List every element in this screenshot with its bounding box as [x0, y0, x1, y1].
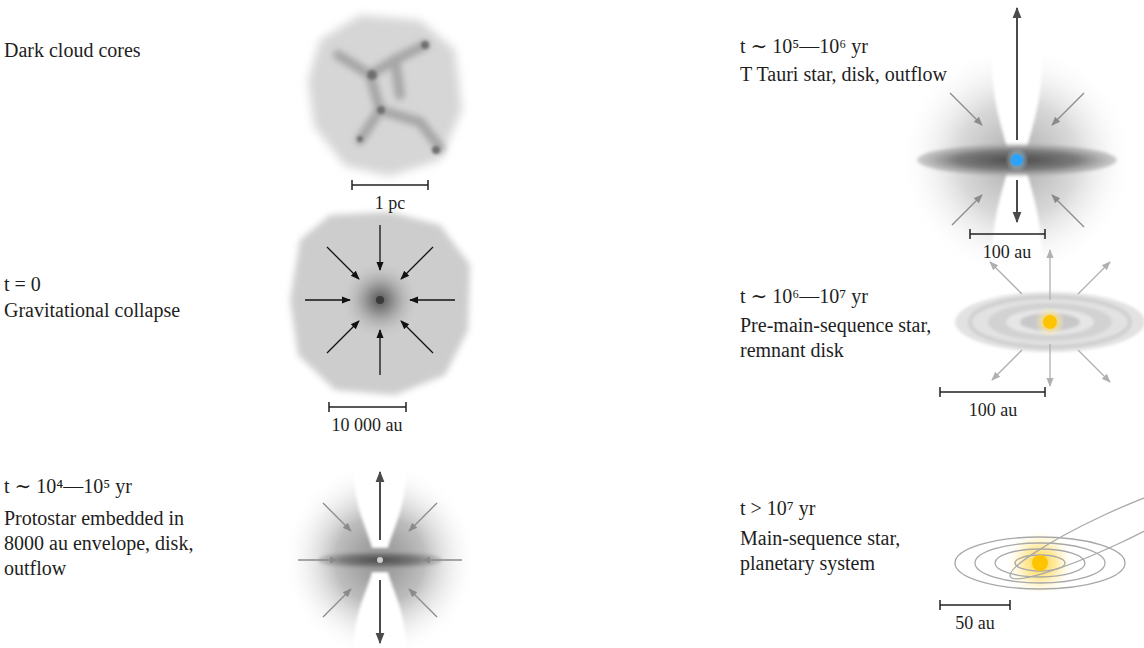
stage-description: Gravitational collapse — [4, 298, 180, 323]
infall-arrow — [401, 321, 433, 353]
outflow-arrow — [1016, 8, 1018, 140]
stage-description: Dark cloud cores — [4, 38, 141, 63]
scale-bar — [329, 402, 406, 412]
planetary-system — [955, 537, 1125, 589]
scale-bar — [940, 600, 1010, 610]
stage-time: t ∼ 10⁵—10⁶ yr — [740, 34, 868, 59]
dispersal-arrow — [1078, 350, 1110, 382]
stage-description: T Tauri star, disk, outflow — [740, 62, 947, 87]
stage-time: t ∼ 10⁶—10⁷ yr — [740, 284, 868, 309]
dispersal-arrow — [1049, 250, 1050, 300]
outflow-arrow — [1016, 8, 1018, 222]
infall-arrow — [401, 247, 433, 279]
planetary-system — [1032, 555, 1048, 571]
dark-cloud — [377, 106, 385, 114]
infall-arrow — [409, 589, 437, 617]
scale-label: 100 au — [969, 398, 1018, 423]
protostar-envelope — [282, 460, 478, 648]
scale-bar — [940, 387, 1045, 397]
stage-description: Pre-main-sequence star, remnant disk — [740, 313, 955, 363]
protostar-envelope — [377, 557, 383, 563]
stage-time: t ∼ 10⁴—10⁵ yr — [4, 474, 132, 499]
dark-cloud — [395, 60, 400, 95]
dispersal-arrow — [990, 250, 1110, 386]
infall-arrow — [327, 321, 359, 353]
dispersal-arrow — [992, 350, 1022, 380]
infall-arrow — [1052, 195, 1084, 227]
infall-arrow — [379, 330, 380, 375]
collapsing-core — [290, 212, 470, 395]
remnant-disk — [955, 292, 1144, 352]
scale-label: 100 au — [983, 240, 1032, 265]
protostar-envelope — [282, 462, 478, 648]
stage-time: t > 10⁷ yr — [740, 496, 815, 521]
planetary-system — [1004, 469, 1144, 591]
dispersal-arrow — [1078, 262, 1110, 294]
infall-arrow — [305, 299, 350, 300]
dark-cloud — [432, 146, 440, 154]
dark-cloud — [380, 110, 440, 148]
t-tauri-system — [992, 172, 1042, 290]
dark-cloud — [357, 41, 440, 154]
infall-arrow — [1052, 93, 1084, 125]
dark-cloud — [421, 41, 429, 49]
dark-cloud — [308, 15, 462, 176]
scale-bar — [352, 180, 428, 190]
infall-arrow — [298, 559, 338, 560]
infall-arrow — [379, 225, 380, 270]
pre-main-sequence-star — [1035, 307, 1065, 337]
infall-arrow — [952, 195, 982, 225]
dark-cloud — [367, 70, 377, 80]
outflow-arrow — [379, 580, 381, 643]
infall-arrow — [950, 93, 982, 125]
scale-bar — [970, 229, 1045, 239]
dark-cloud — [357, 136, 363, 142]
planetary-system — [995, 549, 1085, 577]
pre-main-sequence-star — [1043, 315, 1057, 329]
protostar-envelope — [354, 572, 406, 648]
dark-cloud — [308, 15, 462, 176]
infall-arrow — [323, 589, 351, 617]
remnant-disk — [988, 303, 1112, 341]
t-tauri-system — [1005, 148, 1029, 172]
t-tauri-system — [1011, 154, 1023, 166]
dispersal-arrow — [990, 262, 1022, 294]
infall-arrow — [305, 225, 455, 375]
remnant-disk — [970, 297, 1130, 347]
collapsing-core — [290, 212, 470, 395]
stage-time: t = 0 — [4, 272, 41, 297]
dark-cloud — [338, 45, 440, 148]
infall-arrow — [409, 503, 437, 531]
infall-arrow — [422, 559, 462, 560]
pre-main-sequence-star — [1035, 307, 1065, 337]
collapsing-core — [376, 296, 384, 304]
t-tauri-system — [917, 144, 1117, 176]
stage-description: Protostar embedded in 8000 au envelope, … — [4, 506, 222, 581]
outflow-arrow — [1016, 180, 1018, 222]
infall-arrow — [327, 247, 359, 279]
remnant-disk — [1020, 313, 1080, 331]
outflow-arrow — [379, 472, 381, 643]
planetary-system — [1008, 531, 1072, 595]
stage-description: Main-sequence star, planetary system — [740, 526, 955, 576]
planetary-system — [955, 469, 1144, 595]
protostar-envelope — [354, 460, 406, 548]
scale-label: 1 pc — [375, 191, 406, 216]
infall-arrow — [323, 503, 351, 531]
dark-cloud — [338, 45, 425, 75]
scale-label: 10 000 au — [332, 413, 403, 438]
outflow-arrow — [379, 472, 381, 540]
planetary-system — [955, 469, 1144, 591]
scale-label: 50 au — [955, 611, 995, 636]
infall-arrow — [410, 299, 455, 300]
remnant-disk — [955, 292, 1144, 352]
dispersal-arrow — [1049, 344, 1050, 386]
